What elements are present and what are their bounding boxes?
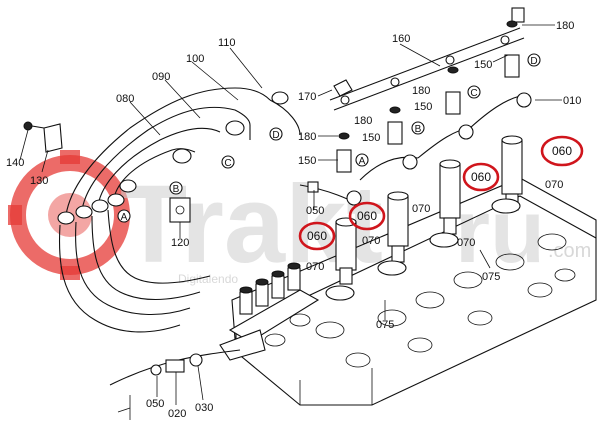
label-180-b: 180: [354, 115, 372, 127]
svg-text:C: C: [470, 88, 477, 99]
label-180-top: 180: [556, 20, 574, 32]
lower-fittings: [117, 353, 203, 420]
overflow-fittings: [333, 20, 520, 173]
label-070-mid: 070: [412, 203, 430, 215]
label-030: 030: [195, 402, 213, 414]
label-170: 170: [298, 91, 316, 103]
label-070-right: 070: [545, 179, 563, 191]
pipe-clamp-120: [169, 197, 191, 223]
nozzle-holder-3: [429, 124, 474, 248]
label-180-mid: 180: [412, 85, 430, 97]
label-100: 100: [186, 53, 204, 65]
injection-pump: [219, 262, 320, 361]
nozzle-holder-2: [377, 154, 418, 276]
label-050-bottom: 050: [146, 398, 164, 410]
label-010: 010: [563, 95, 581, 107]
label-080: 080: [116, 93, 134, 105]
label-070-far-left: 070: [306, 261, 324, 273]
svg-text:060: 060: [552, 144, 572, 158]
leak-off-pipe-160: [329, 7, 525, 111]
label-150-c: 150: [298, 155, 316, 167]
highlight-060-mid: 060: [462, 162, 500, 192]
svg-text:B: B: [415, 124, 422, 135]
ref-d-right: D: [527, 53, 541, 67]
watermark-tagline: Digitalendo: [178, 272, 238, 286]
ref-a-left: A: [117, 209, 131, 223]
ref-d-left: D: [269, 127, 283, 141]
label-150-b: 150: [362, 132, 380, 144]
svg-text:D: D: [272, 130, 279, 141]
part-labels: 110 100 090 080 160 180 150 170 180 150 …: [6, 20, 581, 420]
label-020: 020: [168, 408, 186, 420]
label-150-mid: 150: [414, 101, 432, 113]
highlight-060-left: 060: [348, 201, 386, 231]
nozzle-holder-1: [325, 190, 362, 301]
svg-text:060: 060: [471, 170, 491, 184]
ref-b-left: B: [169, 181, 183, 195]
label-075-right: 075: [482, 271, 500, 283]
label-130: 130: [30, 175, 48, 187]
circled-letters: A B C D A B C D: [117, 53, 541, 223]
label-075-left: 075: [376, 319, 394, 331]
nozzle-holder-4: [491, 92, 532, 214]
label-160: 160: [392, 33, 410, 45]
bolt-140: [23, 121, 45, 131]
head-bolt-holes: [264, 233, 576, 368]
label-180-c: 180: [298, 131, 316, 143]
label-110: 110: [218, 37, 236, 49]
svg-text:060: 060: [307, 229, 327, 243]
svg-text:A: A: [359, 156, 366, 167]
leader-lines: [19, 24, 562, 405]
ref-b-right: B: [411, 121, 425, 135]
label-140: 140: [6, 157, 24, 169]
ref-c-right: C: [467, 85, 481, 99]
watermark-domain: .com: [548, 240, 591, 262]
watermark-brand-tail: ru: [455, 182, 545, 282]
fitting-050-left: [307, 181, 319, 193]
label-090: 090: [152, 71, 170, 83]
bracket-130: [43, 123, 63, 153]
label-050-left: 050: [306, 205, 324, 217]
svg-text:060: 060: [357, 209, 377, 223]
label-120: 120: [171, 237, 189, 249]
svg-text:A: A: [121, 212, 128, 223]
label-070-lower: 070: [457, 237, 475, 249]
ref-a-right: A: [355, 153, 369, 167]
highlight-060-far-left: 060: [298, 221, 336, 251]
highlight-060-right: 060: [540, 135, 584, 167]
label-070-left: 070: [362, 235, 380, 247]
ref-c-left: C: [221, 155, 235, 169]
cylinder-head: [231, 177, 597, 406]
svg-text:B: B: [173, 184, 180, 195]
svg-text:C: C: [224, 158, 231, 169]
injection-pipes-bundle: [57, 87, 301, 333]
label-150-top: 150: [474, 59, 492, 71]
highlighted-060-markers: 060 060 060 060: [298, 135, 584, 251]
svg-text:D: D: [530, 56, 537, 67]
